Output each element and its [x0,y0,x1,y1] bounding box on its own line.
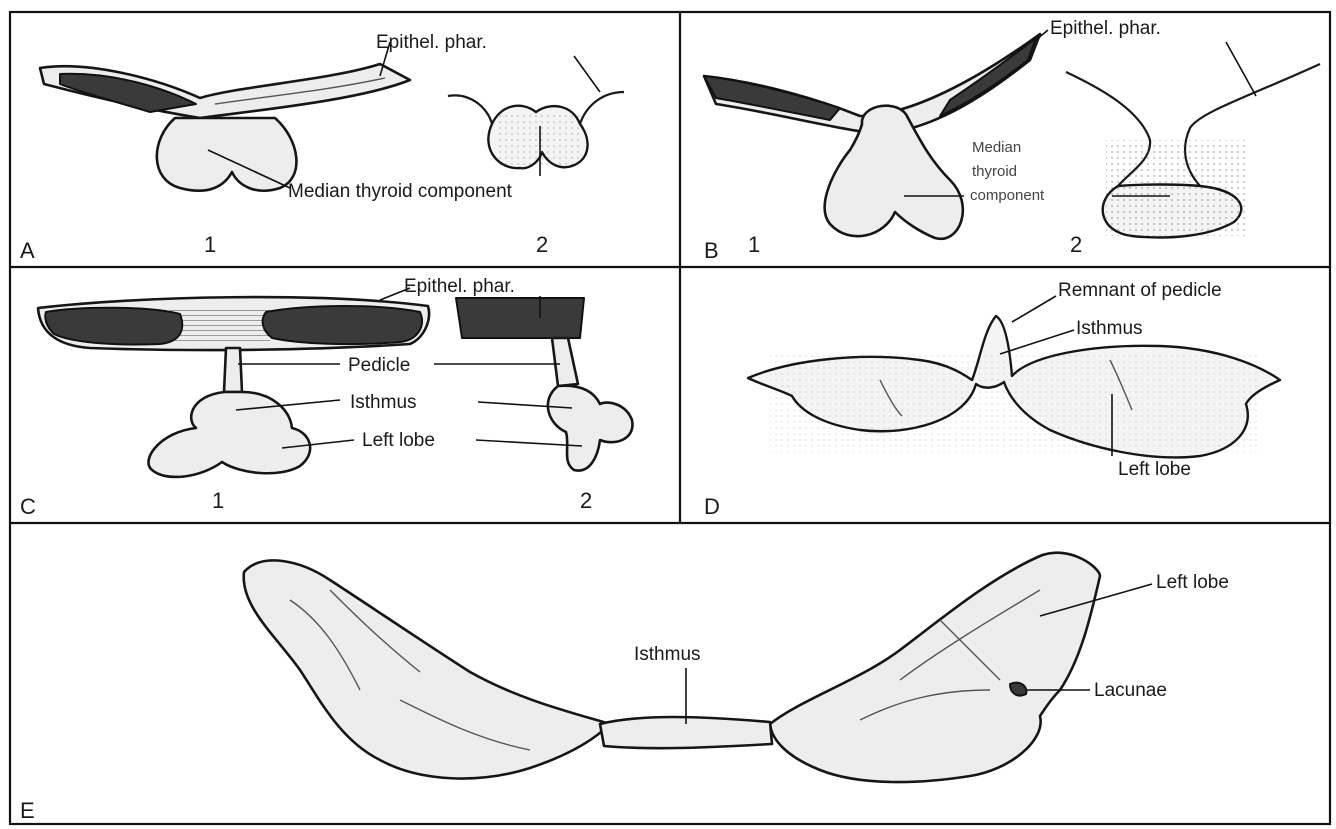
c1-slab-hatch [170,308,270,344]
c2-epithelium-block [456,298,584,338]
c2-thyroid [548,386,633,471]
d-panel-letter: D [704,494,720,519]
e-left-lobe [770,553,1100,782]
a-panel-letter: A [20,238,35,263]
d-left-lobe-label: Left lobe [1118,459,1191,480]
c-left-lobe-label: Left lobe [362,430,435,451]
panel-b: Epithel. phar. Median thyroid component … [704,18,1320,263]
c-num-1: 1 [212,488,224,513]
panel-a: Epithel. phar. Median thyroid component … [20,32,624,263]
b-panel-letter: B [704,238,719,263]
b2-stipple [1106,140,1246,236]
a-epithel-label: Epithel. phar. [376,32,487,53]
b-num-2: 2 [1070,232,1082,257]
b-median-label-3: component [970,187,1045,204]
a-num-1: 1 [204,232,216,257]
a-num-2: 2 [536,232,548,257]
c-epithel-label: Epithel. phar. [404,276,515,297]
c-num-2: 2 [580,488,592,513]
a-median-label: Median thyroid component [288,181,513,202]
a1-median-thyroid [157,118,297,191]
e-right-lobe [244,560,610,778]
d-isthmus-label: Isthmus [1076,318,1143,339]
b-median-label-1: Median [972,139,1021,156]
e-left-lobe-label: Left lobe [1156,572,1229,593]
c-panel-letter: C [20,494,36,519]
b-epithel-leader-2 [1226,42,1256,96]
d-stipple [770,352,1260,452]
e-lacunae-label: Lacunae [1094,680,1167,701]
c-isthmus-label: Isthmus [350,392,417,413]
c1-slab-right [263,306,422,344]
b-median-label-2: thyroid [972,163,1017,180]
e-isthmus-label: Isthmus [634,644,701,665]
b-num-1: 1 [748,232,760,257]
b1-epithelium-shadow-right [940,38,1036,116]
panel-e: Isthmus Left lobe Lacunae E [20,553,1229,823]
c2-pedicle [552,338,578,386]
d-remnant-label: Remnant of pedicle [1058,280,1222,301]
a-epithel-leader-2 [574,56,600,92]
e-panel-letter: E [20,798,35,823]
c1-pedicle [224,348,242,392]
panel-c: Epithel. phar. Pedicle Isthmus Left lobe… [20,276,632,519]
d-isthmus-leader [1000,330,1074,354]
panel-d: Remnant of pedicle Isthmus Left lobe D [704,280,1280,519]
a2-stipple [496,114,580,166]
b-epithel-label: Epithel. phar. [1050,18,1161,39]
d-remnant-leader [1012,296,1056,322]
c1-slab-left [45,308,182,345]
c-pedicle-label: Pedicle [348,355,410,376]
